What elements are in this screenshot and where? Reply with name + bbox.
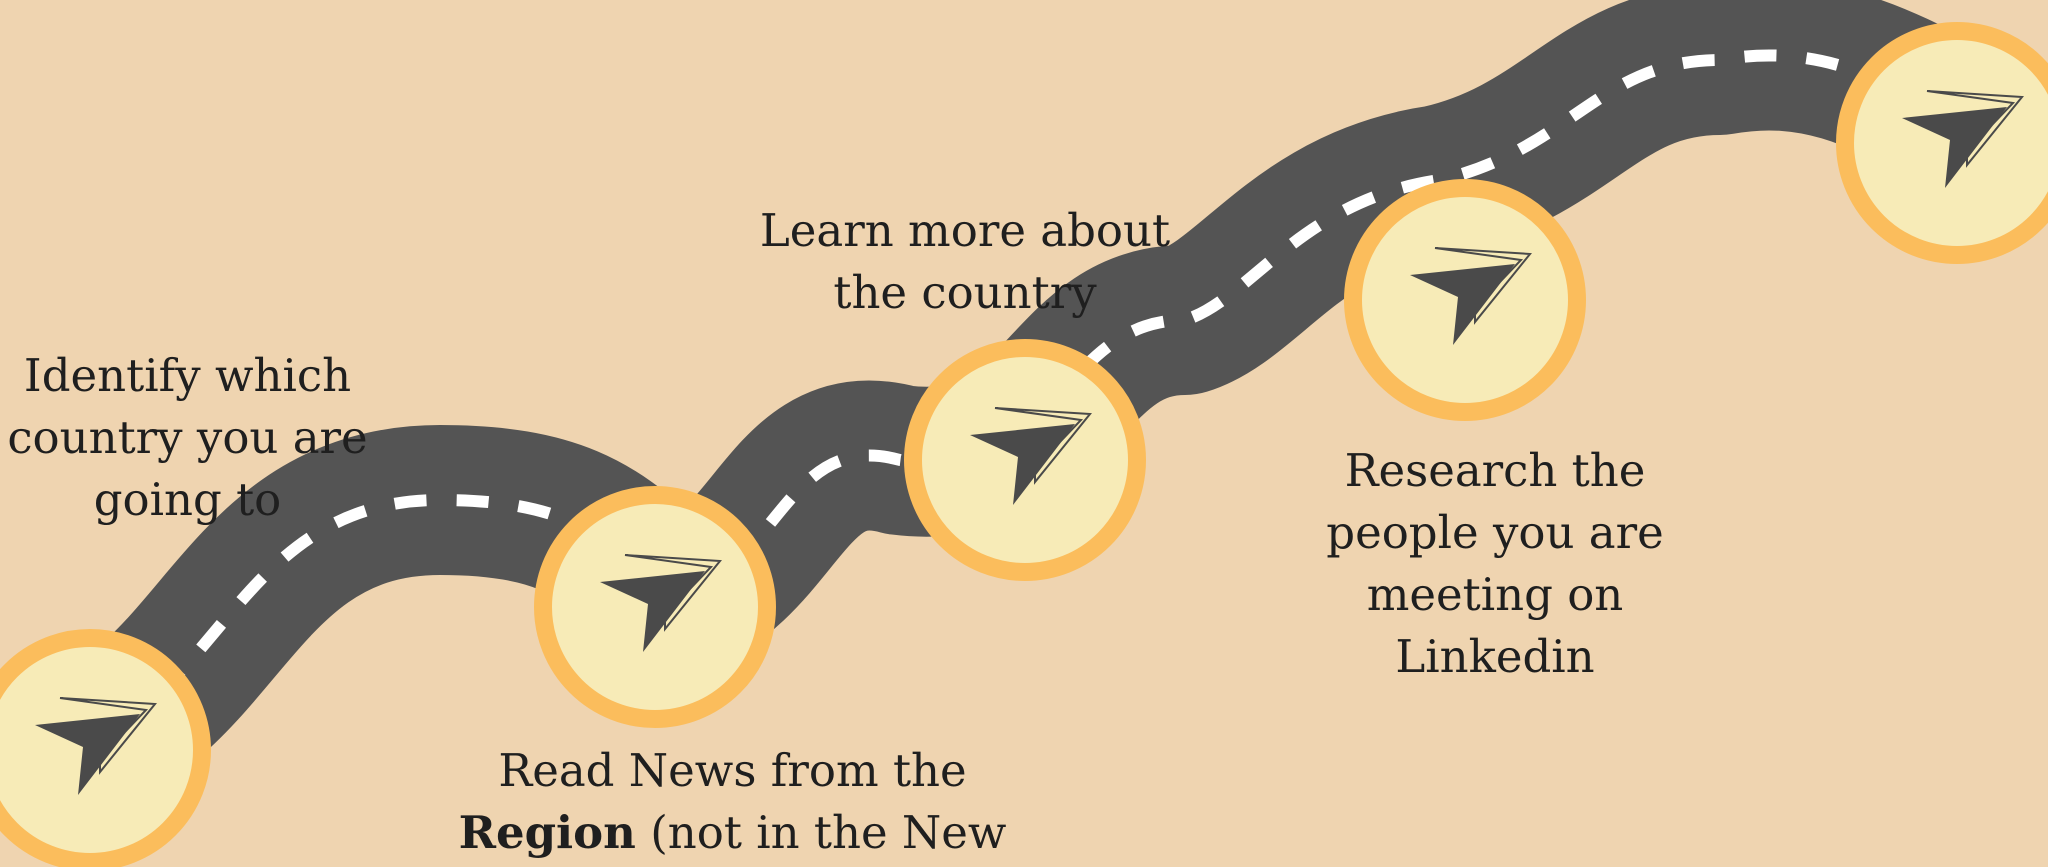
step-identify-label: Identify which country you are going to <box>0 345 375 531</box>
milestone-circle <box>1836 22 2048 264</box>
milestone-3 <box>904 339 1146 581</box>
step-research-people-line-2: people you are <box>1326 506 1664 559</box>
step-research-people-label: Research the people you are meeting on L… <box>1300 440 1690 688</box>
step-identify-line-3: going to <box>93 473 282 526</box>
step-identify-line-2: country you are <box>7 411 368 464</box>
step-research-people-line-3: meeting on <box>1366 568 1624 621</box>
navigation-arrow-icon <box>1410 247 1532 345</box>
step-identify-line-1: Identify which <box>23 349 352 402</box>
step-read-news-line-1: Read News from the <box>498 744 967 797</box>
step-learn-country-line-2: the country <box>833 266 1097 319</box>
milestone-4 <box>1344 179 1586 421</box>
region-bold-text: Region <box>458 806 636 859</box>
milestone-2 <box>534 486 776 728</box>
navigation-arrow-icon <box>970 407 1092 505</box>
navigation-arrow-icon <box>35 697 157 795</box>
step-read-news-line-2-rest: (not in the New <box>635 806 1007 859</box>
milestones <box>0 22 2048 867</box>
step-read-news-line-2: Region (not in the New <box>445 802 1020 864</box>
step-research-people-line-1: Research the <box>1344 444 1646 497</box>
navigation-arrow-icon <box>1902 90 2024 188</box>
step-read-news-label: Read News from the Region (not in the Ne… <box>445 740 1020 864</box>
milestone-1 <box>0 629 211 867</box>
navigation-arrow-icon <box>600 554 722 652</box>
step-research-people-line-4: Linkedin <box>1395 630 1595 683</box>
step-learn-country-label: Learn more about the country <box>755 200 1175 324</box>
milestone-5 <box>1836 22 2048 264</box>
step-learn-country-line-1: Learn more about <box>759 204 1171 257</box>
